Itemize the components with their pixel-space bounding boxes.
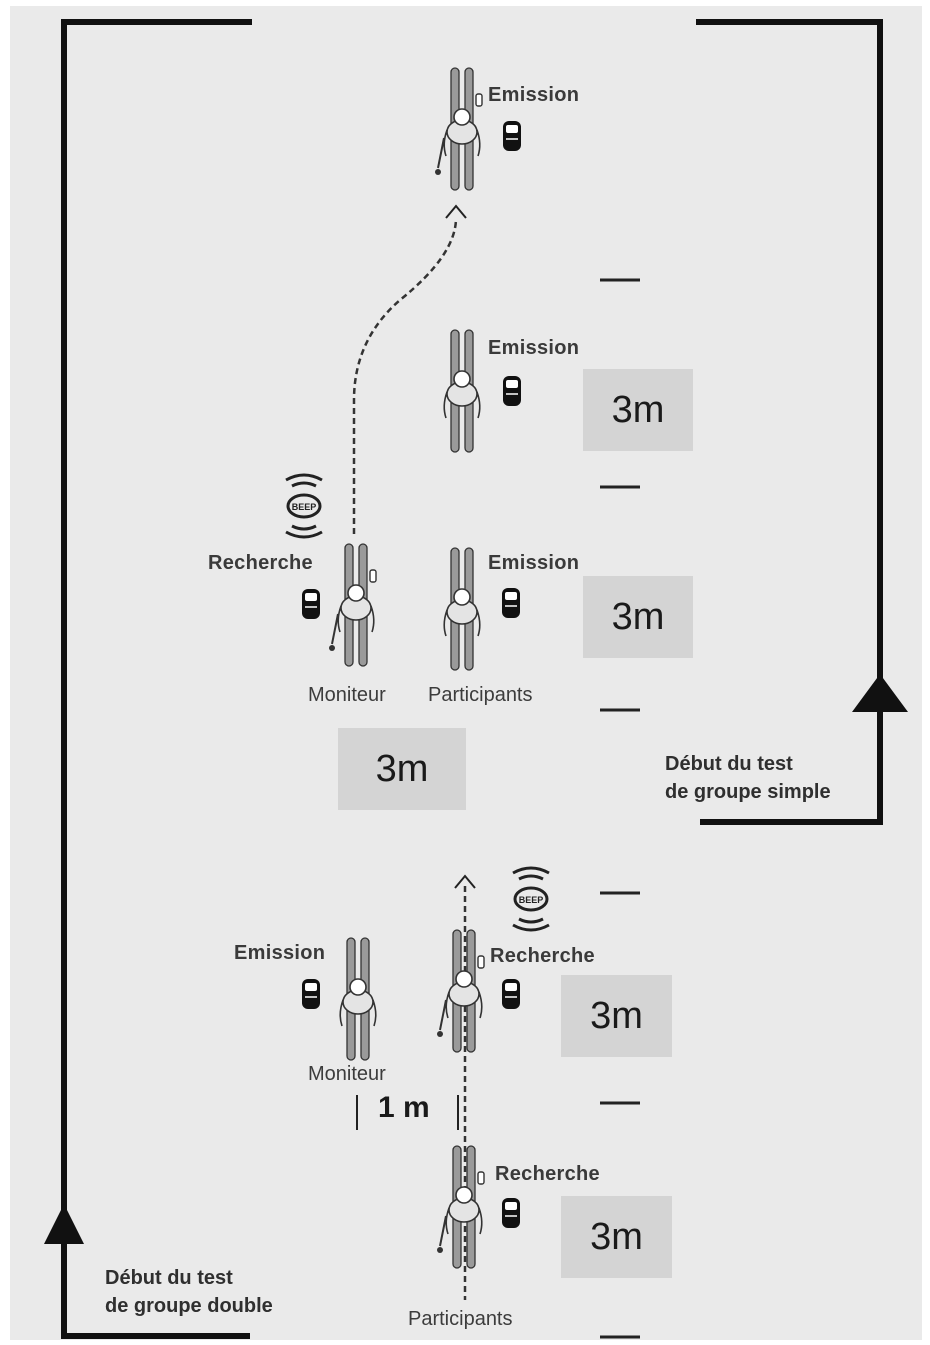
start-single-label: Début du test de groupe simple [665,750,831,806]
skier-icon [437,1146,484,1268]
skier-icon [435,68,482,190]
moniteur-label: Moniteur [308,684,386,706]
search-path [352,217,458,534]
distance-box: 3m [561,1196,672,1278]
double-test-arrow-icon [44,1204,84,1244]
recherche-label: Recherche [495,1163,600,1185]
beep-signal-icon [511,866,551,932]
emission-label: Emission [488,84,580,106]
distance-box: 3m [583,576,693,658]
distance-box: 3m [338,728,466,810]
arrow-up-icon [445,204,467,219]
emission-label: Emission [488,552,580,574]
double-test-boundary [61,1213,250,1339]
moniteur-label: Moniteur [308,1063,386,1085]
start-double-line1: Début du test [105,1267,233,1289]
emission-label: Emission [234,942,326,964]
start-single-line1: Début du test [665,753,793,775]
ruler-ticks [600,278,640,1339]
beep-signal-icon [284,473,324,539]
transceiver-icon [502,120,522,152]
recherche-label: Recherche [208,552,313,574]
participants-label: Participants [428,684,533,706]
skier-icon [443,329,481,453]
emission-label: Emission [488,337,580,359]
start-double-line2: de groupe double [105,1295,273,1317]
start-single-line2: de groupe simple [665,781,831,803]
distance-box: 3m [561,975,672,1057]
recherche-label: Recherche [490,945,595,967]
single-test-boundary [696,19,883,825]
start-double-label: Début du test de groupe double [105,1264,273,1320]
participants-label: Participants [408,1308,513,1330]
transceiver-icon [301,978,321,1010]
transceiver-icon [501,1197,521,1229]
one-meter-label: 1 m [378,1091,430,1124]
skier-icon [443,547,481,671]
transceiver-icon [502,375,522,407]
skier-icon [437,930,484,1052]
transceiver-icon [501,978,521,1010]
distance-box: 3m [583,369,693,451]
single-test-arrow-icon [852,674,908,712]
skier-icon [329,544,376,666]
transceiver-icon [501,587,521,619]
skier-icon [339,937,377,1061]
transceiver-icon [301,588,321,620]
